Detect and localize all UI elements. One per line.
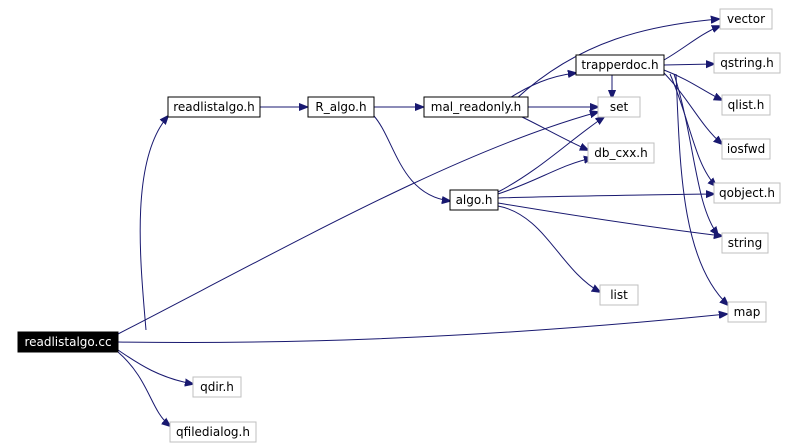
edge-algo-h-to-db-cxx-h	[497, 158, 592, 195]
node-map[interactable]: map	[727, 301, 767, 323]
node-qdir-h[interactable]: qdir.h	[192, 376, 242, 398]
node-label: qstring.h	[720, 56, 773, 70]
node-readlistalgo-cc[interactable]: readlistalgo.cc	[17, 331, 119, 353]
node-label: map	[734, 305, 761, 319]
node-label: db_cxx.h	[594, 146, 647, 160]
node-label: R_algo.h	[315, 100, 366, 114]
edge-readlistalgo-cc-to-qfiledialog-h	[117, 351, 170, 426]
node-qobject-h[interactable]: qobject.h	[713, 182, 781, 204]
edge-mal-readonly-h-to-db-cxx-h	[519, 115, 588, 150]
edge-trapperdoc-h-to-iosfwd	[663, 72, 722, 144]
node-qfiledialog-h[interactable]: qfiledialog.h	[169, 421, 257, 443]
node-string[interactable]: string	[721, 232, 769, 254]
node-label: list	[610, 288, 628, 302]
node-label: qlist.h	[728, 98, 765, 112]
node-trapperdoc-h[interactable]: trapperdoc.h	[575, 54, 665, 76]
edge-trapperdoc-h-to-qlist-h	[663, 69, 722, 100]
node-label: readlistalgo.cc	[24, 335, 111, 349]
edge-mal-readonly-h-to-vector	[515, 19, 719, 100]
edge-r-algo-h-to-algo-h	[373, 115, 450, 201]
edge-readlistalgo-cc-to-set	[117, 112, 598, 335]
node-label: iosfwd	[727, 142, 765, 156]
nodes: readlistalgo.cc readlistalgo.h R_algo.h …	[17, 8, 781, 443]
node-qstring-h[interactable]: qstring.h	[713, 52, 781, 74]
node-label: qobject.h	[719, 186, 775, 200]
node-label: set	[610, 100, 629, 114]
node-label: string	[728, 236, 762, 250]
edge-algo-h-to-qobject-h	[497, 194, 714, 199]
node-label: qdir.h	[200, 380, 234, 394]
edge-algo-h-to-list	[497, 205, 600, 292]
node-r-algo-h[interactable]: R_algo.h	[307, 96, 375, 118]
node-label: vector	[727, 12, 765, 26]
edge-trapperdoc-h-to-map	[675, 73, 728, 305]
node-algo-h[interactable]: algo.h	[449, 189, 499, 211]
edges	[117, 19, 728, 426]
node-mal-readonly-h[interactable]: mal_readonly.h	[423, 96, 529, 118]
edge-readlistalgo-cc-to-readlistalgo-h	[139, 116, 168, 331]
edge-trapperdoc-h-to-qobject-h	[669, 73, 716, 186]
edge-trapperdoc-h-to-vector	[663, 26, 720, 61]
node-label: readlistalgo.h	[173, 100, 255, 114]
edge-algo-h-to-set	[497, 117, 604, 193]
node-label: qfiledialog.h	[176, 425, 250, 439]
node-vector[interactable]: vector	[719, 8, 773, 30]
node-label: trapperdoc.h	[581, 58, 658, 72]
node-readlistalgo-h[interactable]: readlistalgo.h	[167, 96, 261, 118]
edge-algo-h-to-string	[497, 202, 722, 236]
edge-readlistalgo-cc-to-map	[117, 314, 727, 344]
node-list[interactable]: list	[599, 284, 639, 306]
node-label: algo.h	[456, 193, 493, 207]
node-iosfwd[interactable]: iosfwd	[721, 138, 771, 160]
edge-mal-readonly-h-to-trapperdoc-h	[507, 73, 576, 100]
node-db-cxx-h[interactable]: db_cxx.h	[587, 142, 655, 164]
node-set[interactable]: set	[597, 96, 641, 118]
node-qlist-h[interactable]: qlist.h	[721, 94, 771, 116]
edge-readlistalgo-cc-to-qdir-h	[117, 349, 193, 384]
edge-trapperdoc-h-to-string	[673, 73, 718, 235]
node-label: mal_readonly.h	[431, 100, 522, 114]
edge-trapperdoc-h-to-qstring-h	[663, 64, 714, 65]
